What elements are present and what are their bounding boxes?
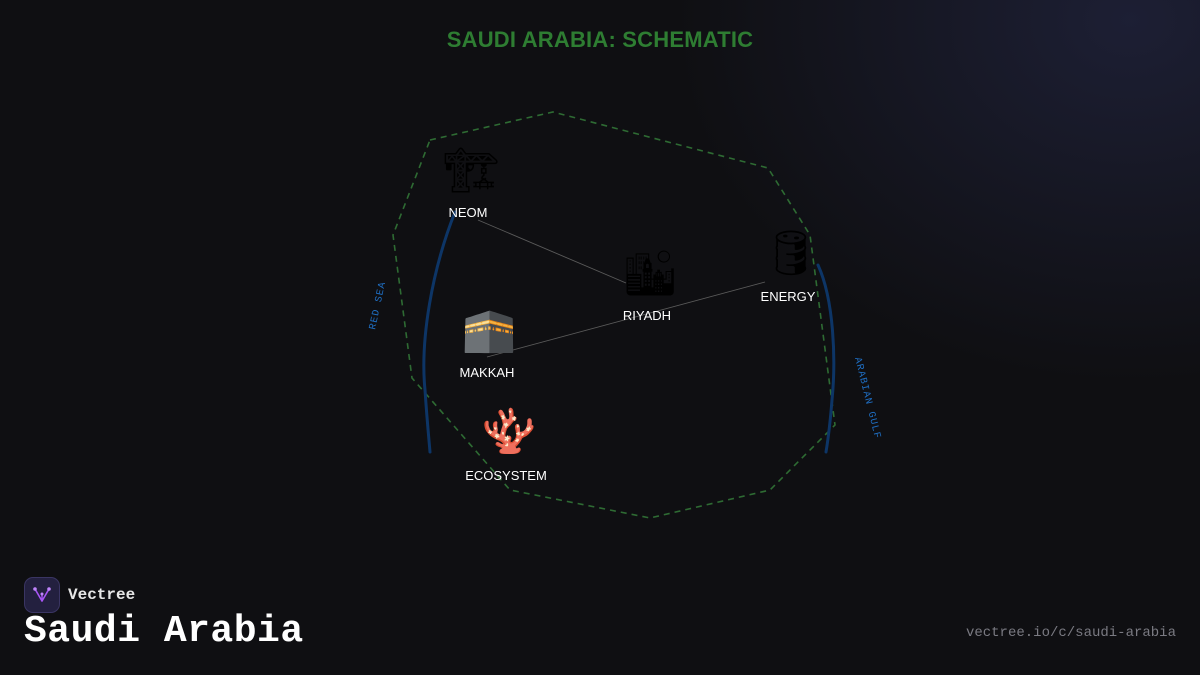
arabian-gulf-label: ARABIAN GULF xyxy=(851,356,882,440)
page-url[interactable]: vectree.io/c/saudi-arabia xyxy=(965,625,1176,641)
brand-name: Vectree xyxy=(68,586,136,604)
cityscape-icon: 🏙 xyxy=(622,248,678,299)
arabian-gulf-coastline xyxy=(816,263,836,454)
node-label-riyadh: RIYADH xyxy=(623,308,671,323)
node-neom[interactable]: 🏗 NEOM xyxy=(443,145,499,220)
red-sea-label: RED SEA xyxy=(368,281,389,331)
node-label-neom: NEOM xyxy=(449,205,488,220)
node-label-ecosystem: ECOSYSTEM xyxy=(465,468,547,483)
diagram-title: SAUDI ARABIA: SCHEMATIC xyxy=(446,27,754,52)
node-label-energy: ENERGY xyxy=(761,289,816,304)
brand: Vectree xyxy=(24,577,135,613)
connector-makkah-energy xyxy=(486,281,766,358)
connector-neom-riyadh xyxy=(477,219,627,284)
node-label-makkah: MAKKAH xyxy=(460,365,515,380)
vectree-logo-icon[interactable] xyxy=(24,577,60,613)
node-energy[interactable]: 🛢 ENERGY xyxy=(761,228,819,304)
construction-crane-icon: 🏗 xyxy=(443,145,499,196)
kaaba-icon: 🕋 xyxy=(462,304,517,355)
node-riyadh[interactable]: 🏙 RIYADH xyxy=(622,248,678,323)
coral-icon: 🪸 xyxy=(482,406,537,457)
node-makkah[interactable]: 🕋 MAKKAH xyxy=(460,304,517,380)
oil-barrel-icon: 🛢 xyxy=(763,228,819,279)
page-title: Saudi Arabia xyxy=(24,610,304,653)
red-sea-coastline xyxy=(422,210,457,454)
node-ecosystem[interactable]: 🪸 ECOSYSTEM xyxy=(465,406,547,483)
